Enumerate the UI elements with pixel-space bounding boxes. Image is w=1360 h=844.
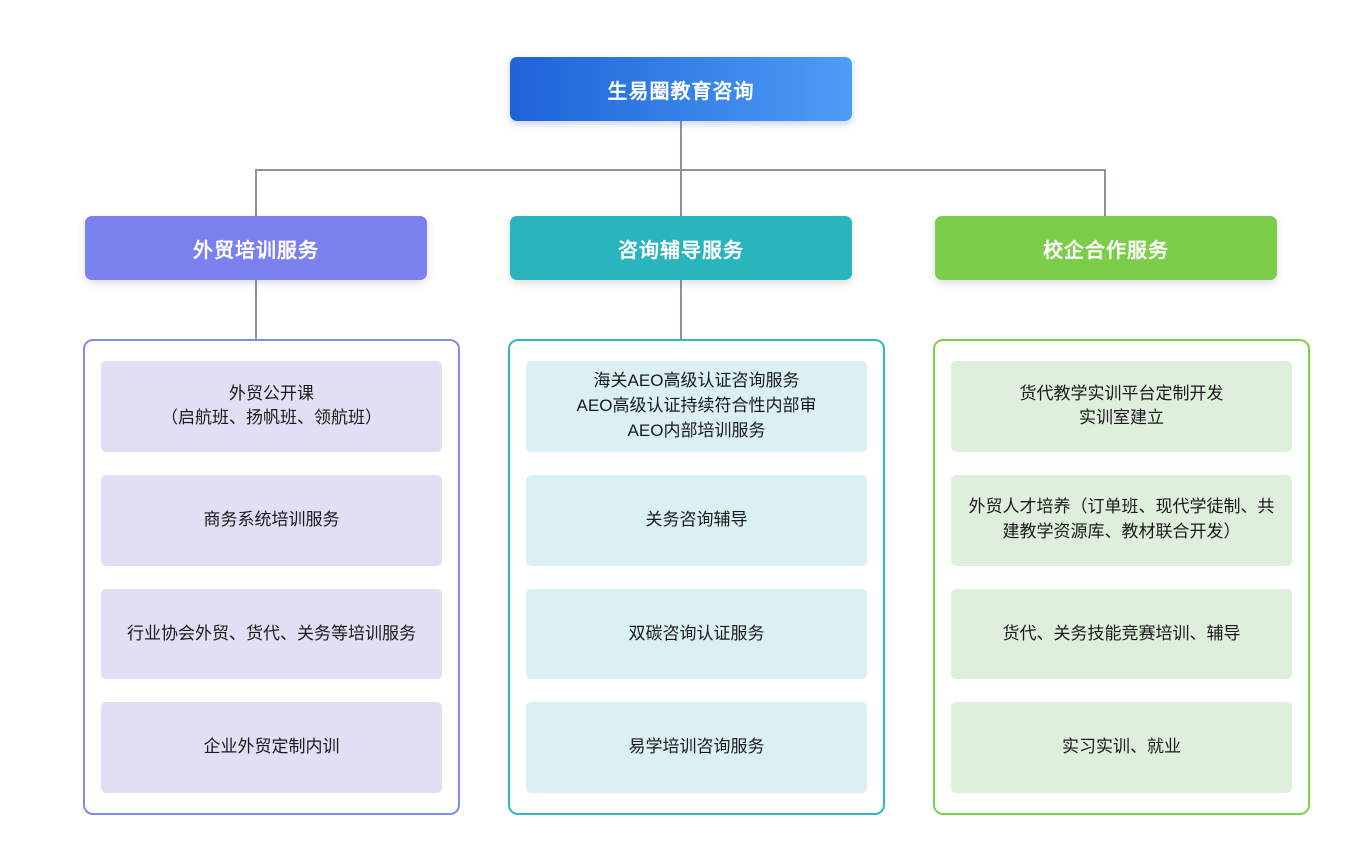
service-item[interactable]: 外贸人才培养（订单班、现代学徒制、共建教学资源库、教材联合开发） [951,474,1292,566]
service-item[interactable]: 实习实训、就业 [951,702,1292,793]
service-item[interactable]: 外贸公开课 （启航班、扬帆班、领航班） [101,361,442,452]
root-node-label: 生易圈教育咨询 [607,80,755,103]
branch-header-consulting-coaching[interactable]: 咨询辅导服务 [510,216,852,280]
connector-branch3-down [1104,169,1106,216]
root-node[interactable]: 生易圈教育咨询 [510,57,852,121]
connector-root-down [680,121,682,171]
branch-header-school-enterprise[interactable]: 校企合作服务 [935,216,1277,280]
service-item[interactable]: 关务咨询辅导 [526,474,867,566]
branch-group-foreign-trade-training: 外贸公开课 （启航班、扬帆班、领航班） 商务系统培训服务 行业协会外贸、货代、关… [83,339,460,815]
branch-group-consulting-coaching: 海关AEO高级认证咨询服务 AEO高级认证持续符合性内部审 AEO内部培训服务 … [508,339,885,815]
service-item[interactable]: 商务系统培训服务 [101,474,442,566]
connector-branch1-container [255,280,257,339]
connector-branch2-container [680,280,682,339]
branch-header-label: 外贸培训服务 [193,239,319,262]
service-item[interactable]: 易学培训咨询服务 [526,702,867,793]
branch-header-label: 咨询辅导服务 [618,239,744,262]
branch-group-school-enterprise: 货代教学实训平台定制开发 实训室建立 外贸人才培养（订单班、现代学徒制、共建教学… [933,339,1310,815]
connector-branch1-down [255,169,257,216]
branch-header-label: 校企合作服务 [1043,239,1169,262]
service-item[interactable]: 货代教学实训平台定制开发 实训室建立 [951,361,1292,452]
service-item[interactable]: 货代、关务技能竞赛培训、辅导 [951,588,1292,680]
service-item[interactable]: 行业协会外贸、货代、关务等培训服务 [101,588,442,680]
service-item[interactable]: 海关AEO高级认证咨询服务 AEO高级认证持续符合性内部审 AEO内部培训服务 [526,361,867,452]
service-item[interactable]: 双碳咨询认证服务 [526,588,867,680]
branch-header-foreign-trade-training[interactable]: 外贸培训服务 [85,216,427,280]
connector-branch2-down [680,169,682,216]
service-item[interactable]: 企业外贸定制内训 [101,702,442,793]
